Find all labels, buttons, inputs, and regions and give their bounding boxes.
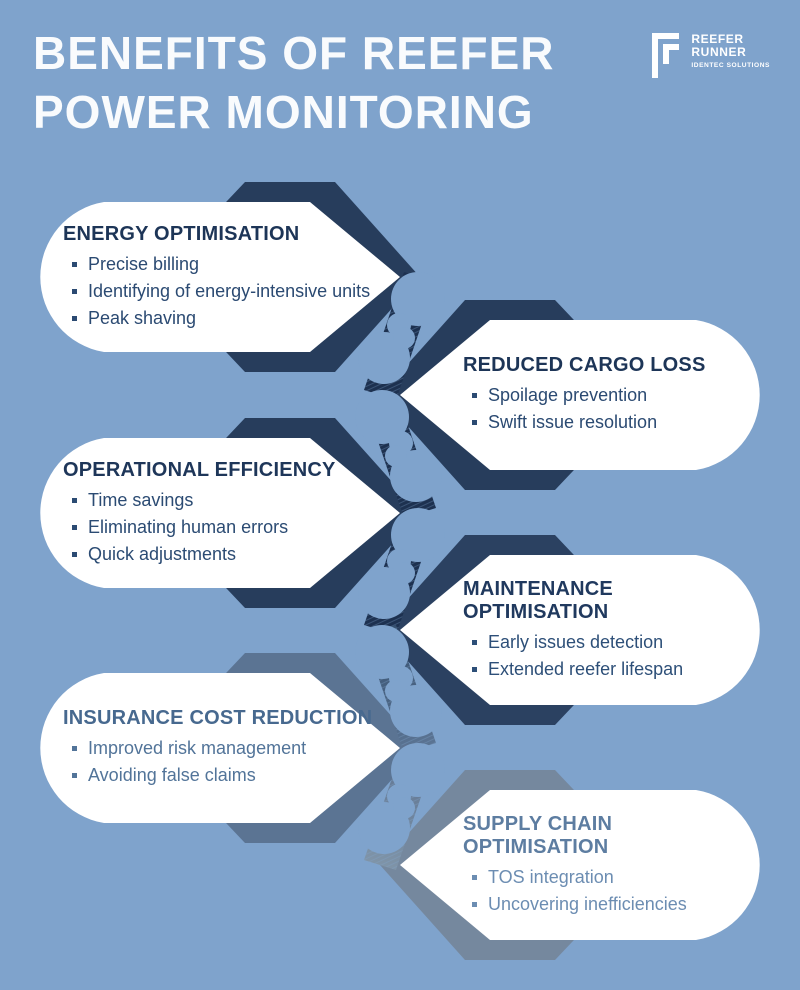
bullet-list: Spoilage prevention Swift issue resoluti… <box>463 382 763 436</box>
card-plate-5 <box>40 673 400 823</box>
page-title-line2: POWER MONITORING <box>33 86 534 138</box>
card-title: REDUCED CARGO LOSS <box>463 354 706 376</box>
page-title: BENEFITS OF REEFER POWER MONITORING <box>33 24 653 142</box>
junction-notches <box>355 272 445 854</box>
list-item: TOS integration <box>463 864 763 891</box>
list-item: Early issues detection <box>463 629 763 656</box>
list-item: Spoilage prevention <box>463 382 763 409</box>
benefit-card-reduced-cargo-loss: REDUCED CARGO LOSS Spoilage prevention S… <box>463 320 763 470</box>
bullet-list: Improved risk management Avoiding false … <box>63 735 397 789</box>
card-plate-3 <box>40 438 400 588</box>
page-title-line1: BENEFITS OF REEFER <box>33 27 555 79</box>
benefit-card-insurance-cost-reduction: INSURANCE COST REDUCTION Improved risk m… <box>63 673 397 823</box>
bullet-list: Precise billing Identifying of energy-in… <box>63 251 397 332</box>
logo-brand-line2: RUNNER <box>691 44 747 59</box>
list-item: Peak shaving <box>63 305 397 332</box>
list-item: Precise billing <box>63 251 397 278</box>
list-item: Uncovering inefficiencies <box>463 891 763 918</box>
benefit-card-maintenance-optimisation: MAINTENANCE OPTIMISATION Early issues de… <box>463 555 763 705</box>
list-item: Time savings <box>63 487 397 514</box>
card-plate-1 <box>40 202 401 352</box>
list-item: Extended reefer lifespan <box>463 656 763 683</box>
benefit-card-energy-optimisation: ENERGY OPTIMISATION Precise billing Iden… <box>63 202 397 352</box>
card-plate-4 <box>400 555 760 705</box>
logo-subtitle: IDENTEC SOLUTIONS <box>691 62 770 69</box>
benefit-card-operational-efficiency: OPERATIONAL EFFICIENCY Time savings Elim… <box>63 438 397 588</box>
card-title: INSURANCE COST REDUCTION <box>63 707 373 729</box>
list-item: Improved risk management <box>63 735 397 762</box>
list-item: Quick adjustments <box>63 541 397 568</box>
card-title: ENERGY OPTIMISATION <box>63 222 300 245</box>
list-item: Swift issue resolution <box>463 409 763 436</box>
card-title: MAINTENANCE OPTIMISATION <box>463 577 613 623</box>
card-plate-6 <box>400 790 760 940</box>
benefit-card-supply-chain-optimisation: SUPPLY CHAIN OPTIMISATION TOS integratio… <box>463 790 763 940</box>
white-card-plates <box>40 202 760 940</box>
card-plate-2 <box>400 320 760 470</box>
bullet-list: TOS integration Uncovering inefficiencie… <box>463 864 763 918</box>
brand-logo: REEFER RUNNER IDENTEC SOLUTIONS <box>652 33 770 80</box>
card-title: SUPPLY CHAIN OPTIMISATION <box>463 812 613 858</box>
list-item: Eliminating human errors <box>63 514 397 541</box>
logo-text: REEFER RUNNER IDENTEC SOLUTIONS <box>691 33 770 69</box>
card-title: OPERATIONAL EFFICIENCY <box>63 458 336 481</box>
list-item: Avoiding false claims <box>63 762 397 789</box>
list-item: Identifying of energy-intensive units <box>63 278 397 305</box>
bullet-list: Time savings Eliminating human errors Qu… <box>63 487 397 568</box>
logo-brand-line1: REEFER <box>691 32 744 46</box>
bullet-list: Early issues detection Extended reefer l… <box>463 629 763 683</box>
logo-mark-icon <box>652 33 680 78</box>
